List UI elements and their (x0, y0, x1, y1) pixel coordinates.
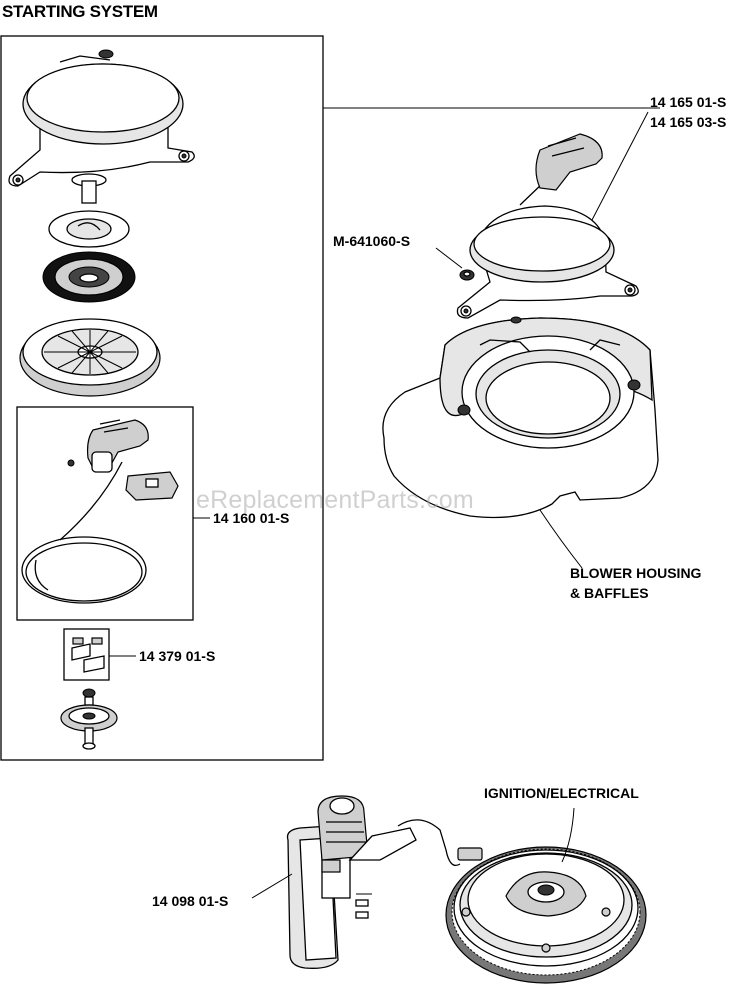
watermark: eReplacementParts.com (196, 486, 474, 514)
part-number-nut[interactable]: M-641060-S (333, 233, 411, 249)
center-pin-part (71, 173, 107, 204)
dog-kit-parts (71, 637, 105, 673)
hex-nut-part (459, 269, 475, 281)
page-title: STARTING SYSTEM (2, 2, 158, 21)
blower-housing-label[interactable]: BLOWER HOUSING (570, 565, 702, 581)
nut-label-leader (435, 247, 463, 269)
top-washer-part (98, 49, 114, 59)
recoil-label-leader (591, 111, 649, 221)
blower-label-leader (539, 509, 583, 569)
part-number-recoil-1[interactable]: 14 165 01-S (650, 94, 727, 110)
starter-motor-part (286, 795, 483, 969)
flywheel-part (445, 846, 647, 984)
recoil-starter-assembly (456, 133, 639, 319)
dog-kit-frame (63, 628, 110, 681)
brake-plate-part (60, 688, 118, 750)
pulley-part (19, 318, 161, 397)
starter-handle-part (86, 419, 149, 473)
part-number-starter[interactable]: 14 098 01-S (152, 893, 229, 909)
rope-part (21, 461, 147, 604)
starter-label-leader (251, 873, 293, 899)
ignition-label-leader (561, 807, 575, 863)
starting-system-frame (0, 35, 324, 761)
blower-housing-part (382, 316, 659, 519)
part-number-handle-kit[interactable]: 14 160 01-S (213, 510, 290, 526)
recoil-cover-part (8, 55, 195, 187)
blower-baffles-label[interactable]: & BAFFLES (570, 585, 649, 601)
small-pin-part (67, 459, 75, 467)
retainer-plate-part (48, 210, 130, 248)
part-number-recoil-2[interactable]: 14 165 03-S (650, 114, 727, 130)
ignition-electrical-label[interactable]: IGNITION/ELECTRICAL (484, 785, 639, 801)
rope-insert-part (125, 471, 179, 501)
recoil-spring-part (42, 251, 136, 303)
handle-kit-frame (16, 406, 194, 621)
part-number-dog-kit[interactable]: 14 379 01-S (139, 648, 216, 664)
